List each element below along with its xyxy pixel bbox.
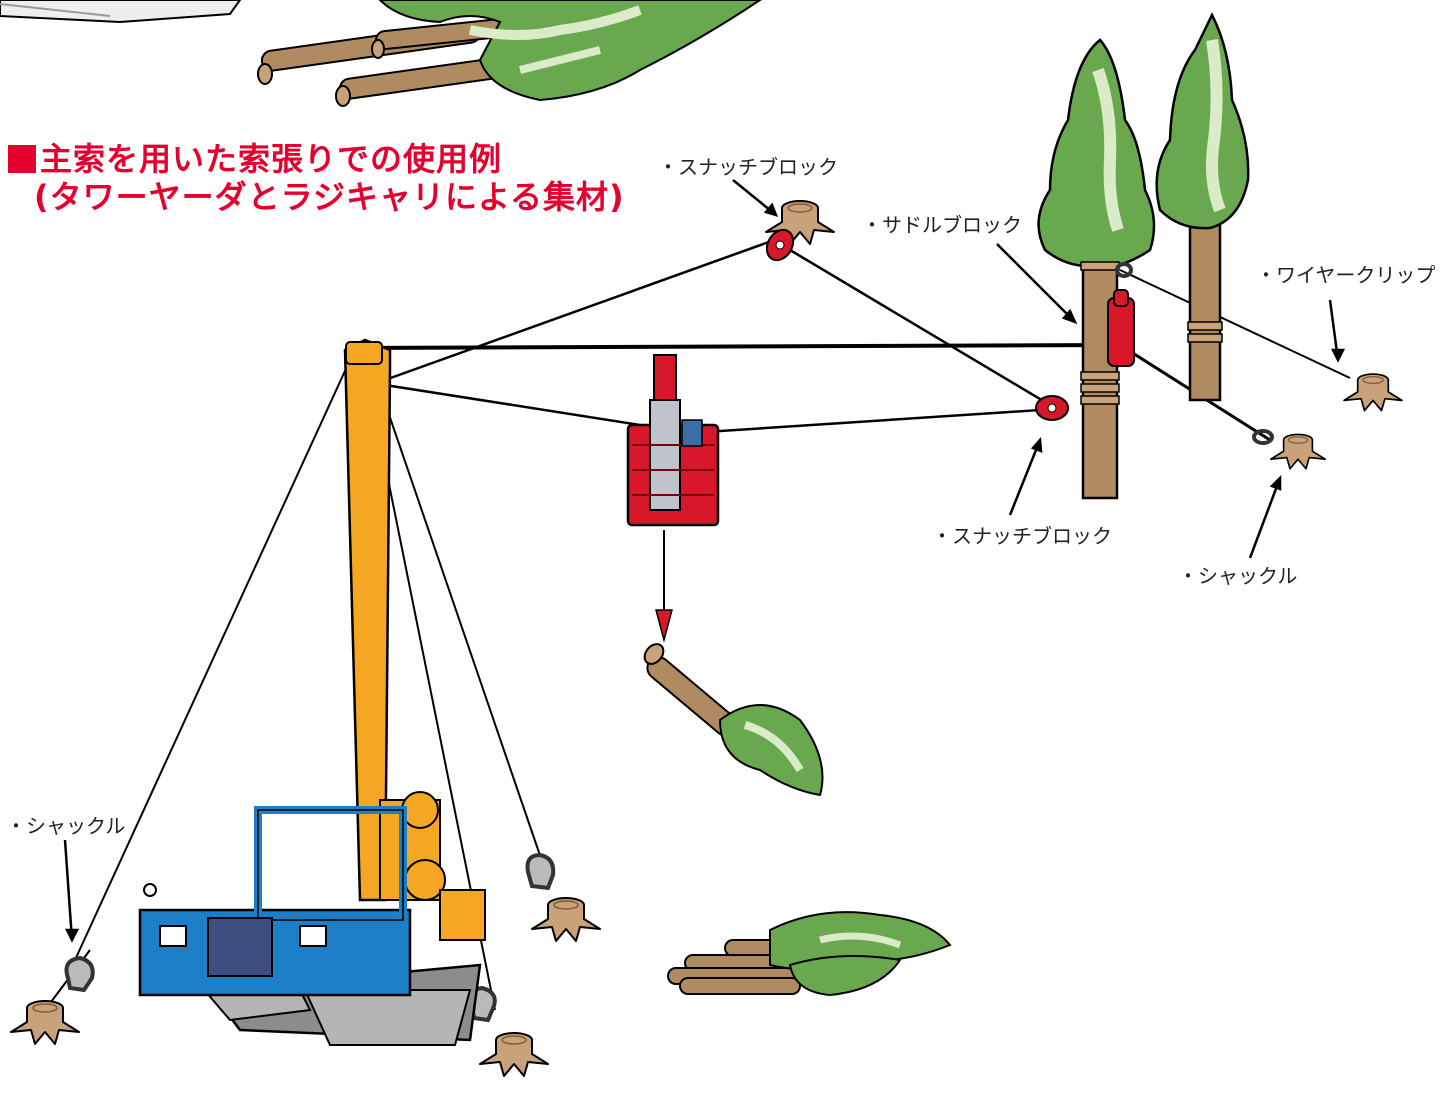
stump-bottom — [479, 1032, 549, 1077]
hanging-log — [643, 643, 824, 797]
stump-wire-clip — [1343, 373, 1403, 412]
stump-center — [531, 897, 601, 942]
snatch-block-right — [1035, 395, 1069, 421]
radio-carriage — [626, 354, 720, 643]
tree-right — [1155, 12, 1250, 402]
tree-left-tall — [1037, 38, 1156, 500]
section-heading: 主索を用いた索張りでの使用例 (タワーヤーダとラジキャリによる集材) — [8, 140, 625, 216]
label-saddle-block: ・サドルブロック — [862, 213, 1022, 237]
tower-yarder — [138, 338, 486, 1046]
label-shackle-right: ・シャックル — [1178, 564, 1298, 588]
label-arrows — [63, 179, 1346, 943]
stump-right-shackle — [1270, 433, 1326, 470]
stump-left — [10, 1000, 80, 1045]
saddle-block — [1107, 289, 1135, 367]
heading-line-2: (タワーヤーダとラジキャリによる集材) — [34, 178, 625, 216]
label-wire-clip: ・ワイヤークリップ — [1256, 263, 1436, 287]
top-left-machine-fragment — [0, 0, 242, 24]
log-pile-top — [257, 0, 762, 107]
label-shackle-left: ・シャックル — [6, 814, 126, 838]
log-pile-bottom — [667, 911, 952, 997]
snatch-block-top — [765, 228, 795, 262]
cable-lines — [44, 236, 1351, 1011]
label-snatch-block-top: ・スナッチブロック — [658, 155, 838, 179]
heading-line-1: 主索を用いた索張りでの使用例 — [40, 140, 503, 178]
square-bullet-icon — [8, 145, 36, 173]
label-snatch-block-right: ・スナッチブロック — [932, 524, 1112, 548]
